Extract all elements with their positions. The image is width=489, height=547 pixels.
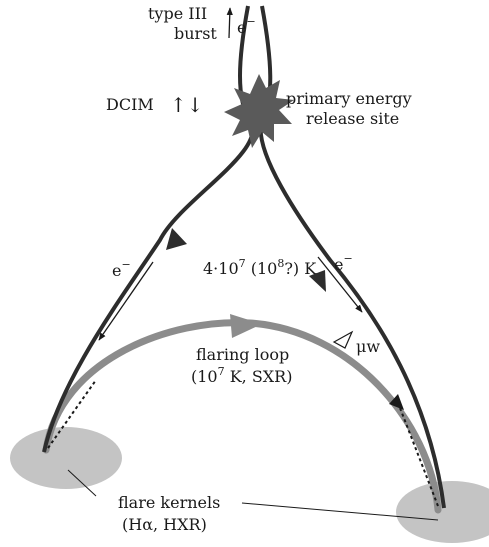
flaring-part-a: (10: [191, 367, 218, 386]
kernel-leader-right: [241, 502, 439, 521]
primary-release-label-line1: primary energy: [286, 89, 412, 108]
flaring-loop-arrowhead: [230, 314, 262, 338]
temperature-label: 4·107 (108?) K: [203, 257, 317, 278]
temperature-exp1: 7: [239, 257, 246, 270]
top-electron-label: e−: [237, 15, 256, 37]
top-electron-arrow: [226, 7, 233, 39]
temperature-part-a: 4·10: [203, 259, 239, 278]
right-electron-arrow: [317, 256, 363, 313]
temperature-part-c: ?) K: [284, 259, 317, 278]
flaring-loop-label-line1: flaring loop: [196, 345, 289, 364]
left-flare-kernel: [10, 427, 122, 489]
type3-label-line2: burst: [174, 24, 217, 43]
kernel-leader-left: [67, 469, 97, 497]
flaring-part-b: K, SXR): [225, 367, 293, 386]
top-electron-minus: −: [246, 15, 255, 28]
right-line-down-arrowhead: [309, 270, 326, 292]
primary-release-label-line2: release site: [306, 109, 399, 128]
right-electron-minus: −: [343, 252, 352, 265]
microwave-pointer: [332, 330, 354, 349]
left-electron-arrow: [98, 261, 154, 341]
dcim-arrows: ↑↓: [170, 93, 204, 117]
dcim-label: DCIM: [106, 95, 154, 114]
left-line-up-arrowhead: [166, 228, 187, 250]
microwave-label: μw: [356, 337, 380, 356]
temperature-exp2: 8: [277, 257, 284, 270]
left-electron-e: e: [112, 261, 121, 280]
type3-label-line1: type III: [148, 4, 207, 23]
temperature-part-b: (10: [246, 259, 278, 278]
flare-kernels-label-line1: flare kernels: [118, 493, 220, 512]
right-flare-kernel: [396, 481, 489, 543]
right-electron-label: e−: [334, 252, 353, 274]
energy-release-star: [224, 74, 294, 148]
left-electron-minus: −: [121, 258, 130, 271]
left-dotted-path: [47, 379, 97, 449]
right-loop-small-arrowhead: [389, 394, 404, 410]
top-electron-e: e: [237, 18, 246, 37]
left-field-line: [42, 5, 255, 453]
left-electron-label: e−: [112, 258, 131, 280]
flare-kernels-label-line2: (Hα, HXR): [122, 515, 207, 534]
flaring-exp: 7: [218, 365, 225, 378]
right-electron-e: e: [334, 255, 343, 274]
flaring-loop-label-line2: (107 K, SXR): [191, 365, 292, 386]
